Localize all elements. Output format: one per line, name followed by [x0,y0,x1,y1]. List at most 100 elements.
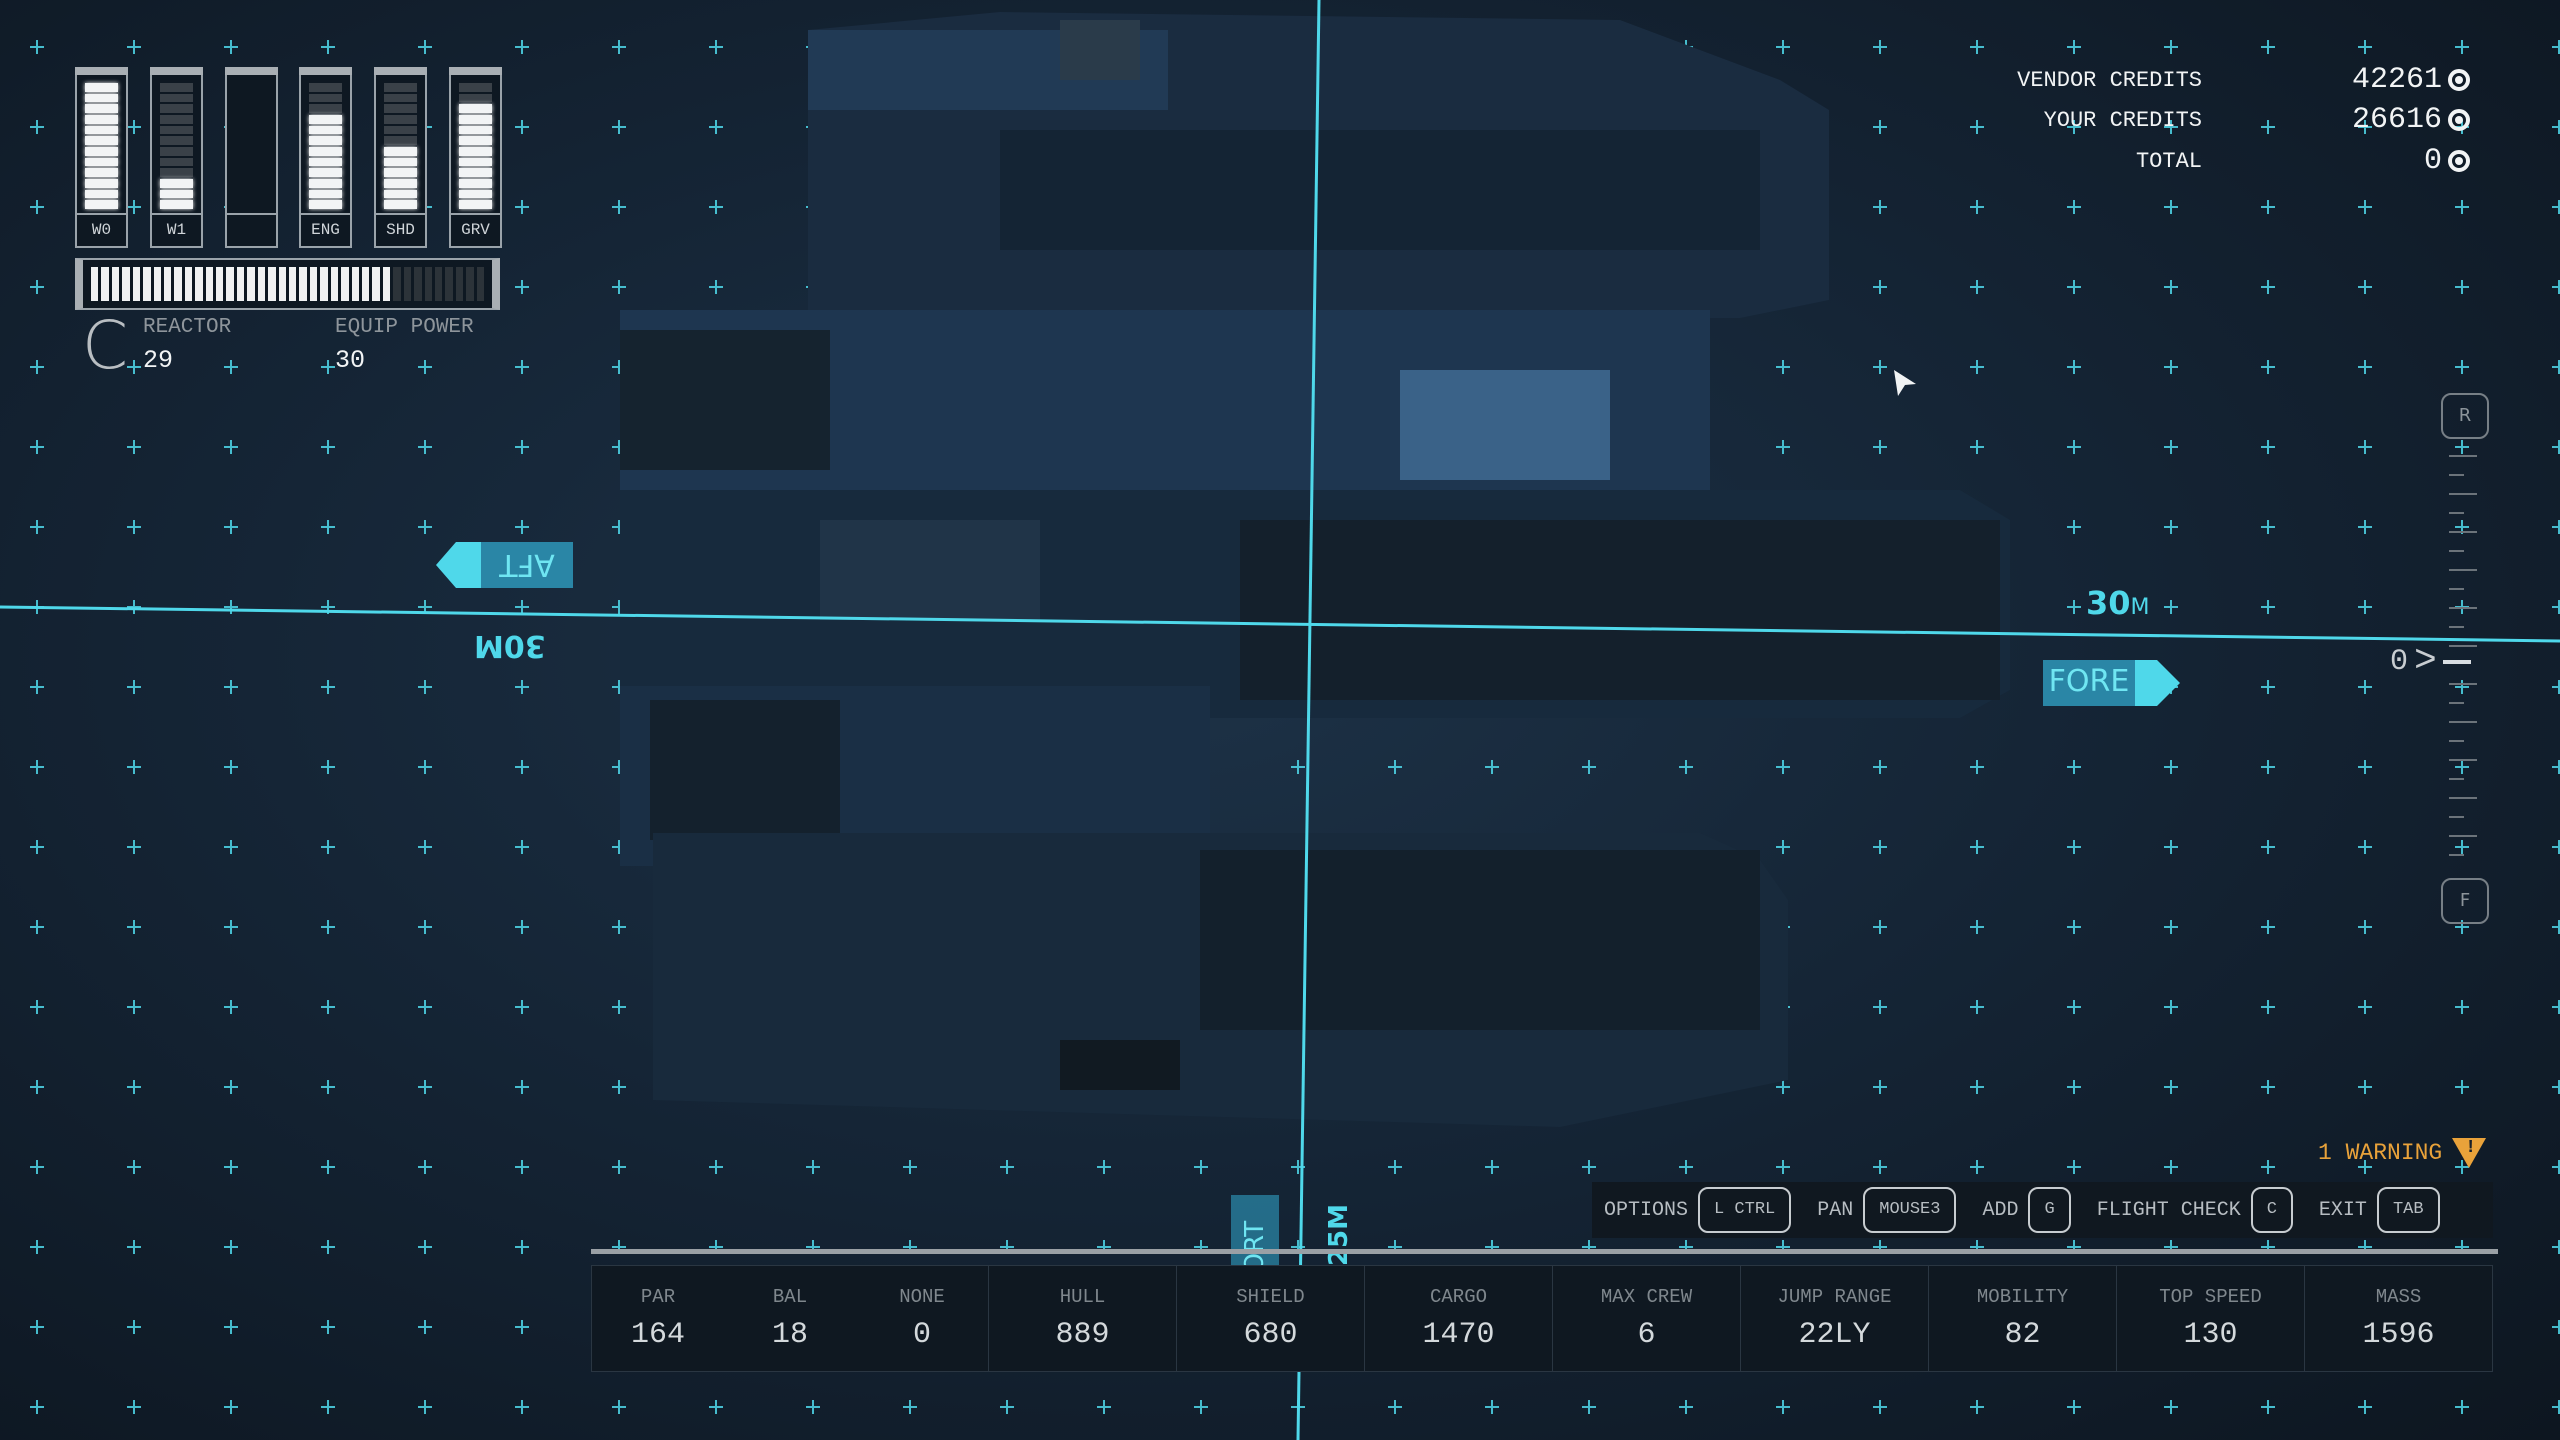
keybind-add-button[interactable]: G [2028,1187,2071,1233]
fore-distance: 30M [2086,584,2150,622]
power-bar-w0[interactable]: W0 [75,67,128,248]
equip-power-value: 30 [335,346,366,375]
total-credits-row: TOTAL 0 [2010,143,2470,179]
power-bar-segments [235,83,268,209]
stat-label: CARGO [1429,1285,1487,1308]
reactor-segment [455,267,464,301]
reactor-segment [424,267,432,301]
power-bar-label: W1 [152,213,201,246]
reactor-class-letter: C [82,307,129,384]
reactor-segment [143,267,151,301]
power-segment [160,136,193,146]
power-bar-empty[interactable] [225,67,278,248]
power-segment [309,83,342,92]
power-segment [309,168,342,178]
keybind-pan-button[interactable]: MOUSE3 [1863,1187,1957,1233]
rotation-tick [2449,797,2477,799]
reactor-segment [268,267,276,301]
power-bar-w1[interactable]: W1 [150,67,203,248]
power-segment [85,200,118,210]
rotation-tick [2449,550,2464,552]
vendor-credits-value: 42261 [2351,63,2442,97]
reactor-segment [153,267,161,301]
aft-distance: 30M [474,628,546,663]
power-segment [85,179,118,188]
power-segment [459,179,492,188]
fore-arrow-icon [2043,660,2180,706]
rotation-handle[interactable] [2442,659,2471,664]
power-bar-grv[interactable]: GRV [449,67,502,248]
power-segment [85,168,118,178]
power-segment [384,157,417,167]
ship-hull [620,12,2010,1127]
power-segment [309,125,342,135]
rotation-tick [2449,455,2477,457]
power-segment [459,83,492,92]
reactor-label: REACTOR [143,316,232,339]
power-segment [85,147,118,156]
power-bar-segments [309,83,342,210]
reactor-segment [101,267,109,301]
total-credits-label: TOTAL [2135,148,2202,174]
power-segment [384,125,417,135]
reactor-segment [111,267,120,301]
rotation-tick [2449,702,2464,704]
keybind-exit-button[interactable]: TAB [2376,1187,2440,1233]
aft-label: AFT [499,547,555,582]
stats-divider-line [591,1249,2498,1254]
power-bar-cap [75,67,128,75]
reactor-segment [476,267,485,301]
stat-cargo: CARGO 1470 [1365,1266,1553,1371]
power-segment [384,115,417,124]
power-bar-cap [299,67,352,75]
keybind-flight-check-button[interactable]: C [2250,1187,2293,1233]
rotation-indicator: 0 > [2390,640,2471,683]
stat-value: 889 [1055,1317,1110,1352]
rotate-down-key[interactable]: F [2441,878,2489,924]
stat-label: MAX CREW [1600,1285,1693,1308]
power-segment [160,115,193,124]
stat-value: 680 [1243,1317,1298,1352]
power-segment [160,83,193,92]
power-segment [384,93,417,103]
power-segment [459,125,492,135]
power-bar-label: W0 [77,213,126,246]
vendor-credits-label: VENDOR CREDITS [2017,67,2202,93]
power-segment [160,157,193,167]
credits-icon [2448,109,2470,131]
rotation-tick [2449,569,2477,571]
power-bar-eng[interactable]: ENG [299,67,352,248]
reactor-segment [184,267,193,301]
power-bar-shd[interactable]: SHD [374,67,427,248]
power-bar-segments [160,83,193,210]
reactor-segment [278,267,287,301]
power-segment [160,104,193,114]
rotation-tick [2449,816,2464,818]
keybind-options-button[interactable]: L CTRL [1698,1187,1792,1233]
warning-indicator[interactable]: 1 WARNING ! [2318,1138,2487,1168]
stat-label: JUMP RANGE [1777,1285,1892,1308]
power-bar-cap [150,67,203,75]
power-segment [384,189,417,199]
rotation-pointer-icon: > [2414,640,2437,683]
stat-value: 1470 [1422,1317,1495,1352]
keybind-label: ADD [1982,1198,2019,1222]
reactor-value: 29 [143,346,174,375]
reactor-segment [257,267,266,301]
reactor-segment [341,267,349,301]
rotation-tick [2449,645,2477,647]
your-credits-row: YOUR CREDITS 26616 [2010,102,2470,138]
fore-distance-value: 30 [2086,584,2131,622]
power-segment [85,125,118,135]
reactor-segment [216,267,224,301]
rotate-up-key[interactable]: R [2441,393,2489,439]
reactor-segment [330,267,339,301]
reactor-segment [174,267,182,301]
